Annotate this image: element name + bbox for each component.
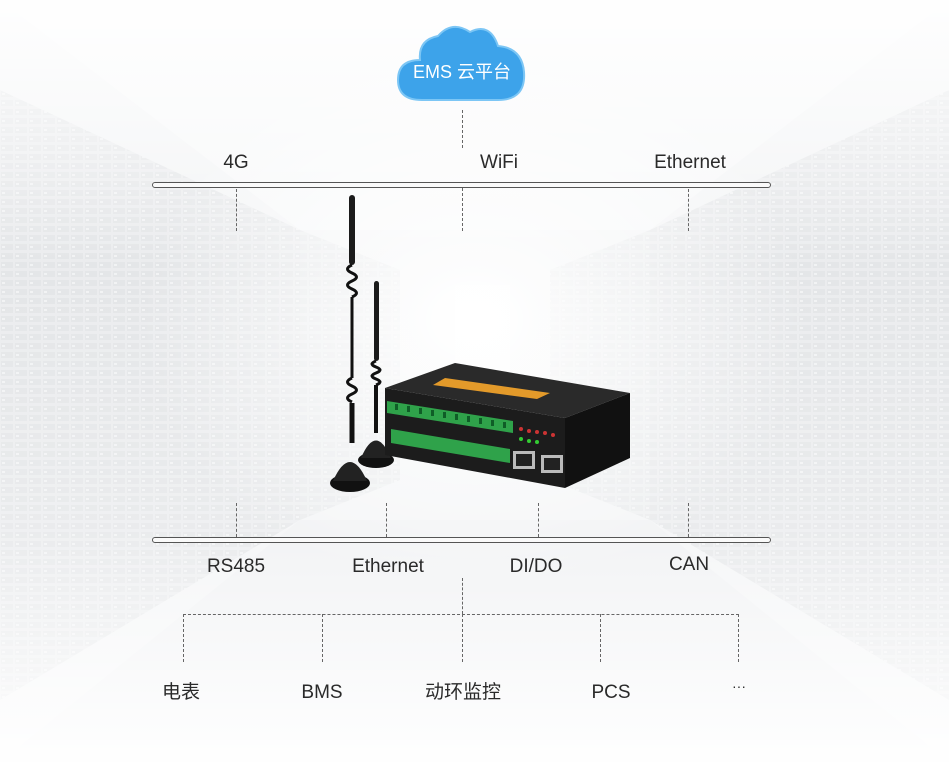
cloud-label: EMS 云平台 xyxy=(412,62,512,82)
cloud-link-line xyxy=(462,110,463,148)
endpoint-drop-bms xyxy=(322,614,323,662)
downstream-label-can: CAN xyxy=(668,554,710,575)
endpoint-label-more: ··· xyxy=(732,678,746,694)
endpoint-label-bms: BMS xyxy=(301,682,343,703)
upstream-label-ethernet: Ethernet xyxy=(654,152,726,173)
downstream-rise-can xyxy=(688,503,689,537)
upstream-bus-line xyxy=(152,182,771,188)
endpoint-drop-pcs xyxy=(600,614,601,662)
endpoint-drop-meter xyxy=(183,614,184,662)
endpoint-drop-more xyxy=(738,614,739,662)
cloud-link-line-lower xyxy=(462,183,463,231)
upstream-drop-4g xyxy=(236,189,237,231)
endpoint-label-meter: 电表 xyxy=(161,682,201,703)
downstream-rise-dido xyxy=(538,503,539,537)
downstream-rise-rs485 xyxy=(236,503,237,537)
gateway-device xyxy=(330,195,630,492)
endpoint-drop-env xyxy=(462,614,463,662)
upstream-drop-ethernet xyxy=(688,189,689,231)
downstream-bus-line xyxy=(152,537,771,543)
upstream-label-4g: 4G xyxy=(223,152,249,173)
endpoint-trunk-line xyxy=(462,578,463,614)
cloud-icon xyxy=(396,25,526,101)
downstream-label-rs485: RS485 xyxy=(206,556,266,577)
downstream-label-ethernet: Ethernet xyxy=(352,556,424,577)
downstream-label-dido: DI/DO xyxy=(509,556,563,577)
antenna-left-icon xyxy=(330,195,370,492)
antenna-right-icon xyxy=(358,281,394,468)
endpoint-label-env-monitoring: 动环监控 xyxy=(424,682,502,703)
upstream-label-wifi: WiFi xyxy=(480,152,518,173)
downstream-rise-ethernet xyxy=(386,503,387,537)
endpoint-branch-line xyxy=(183,614,739,615)
endpoint-label-pcs: PCS xyxy=(591,682,631,703)
